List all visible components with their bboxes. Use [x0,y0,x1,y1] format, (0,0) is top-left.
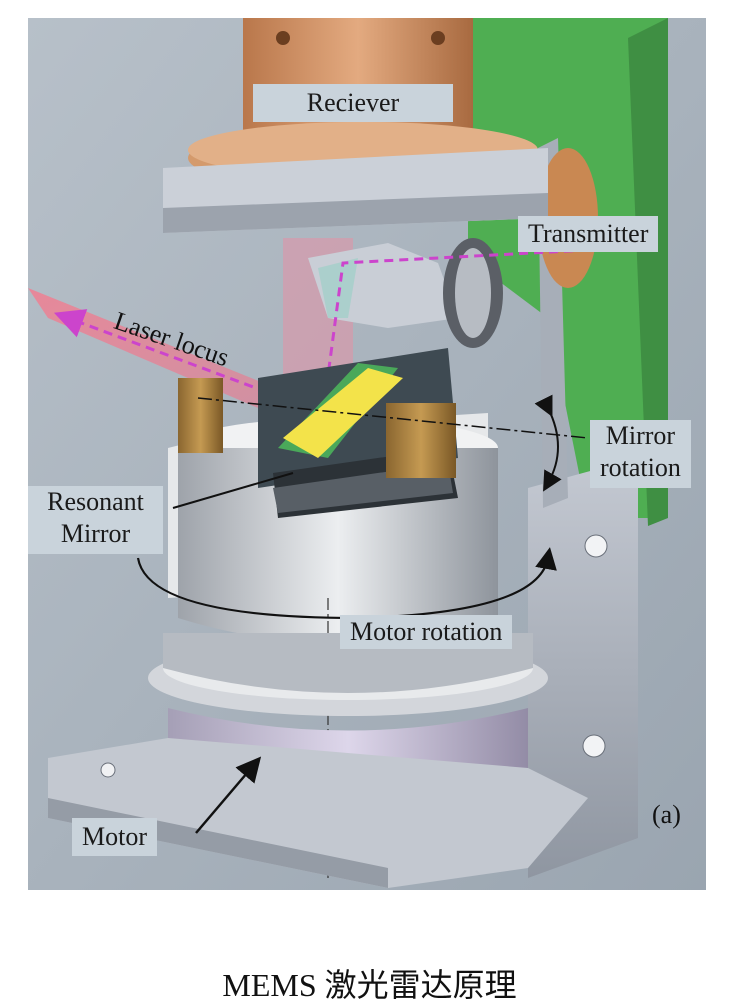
transmit-path [321,248,589,414]
amber-block-left [178,378,223,453]
mirror-rotation-line-2: rotation [600,453,681,482]
bracket-hole-upper [584,534,608,558]
resonant-mirror-label: Resonant Mirror [28,486,163,554]
mirror-axis [197,397,589,439]
mirror-rotation-line-1: Mirror [605,421,676,450]
resonant-mirror-pointer [172,472,294,509]
motor-rotation-label: Motor rotation [340,615,513,649]
motor-pointer [195,756,262,834]
amber-block-right [386,403,456,478]
bracket-hole-lower [582,734,606,758]
mirror-rotation-arrow [534,394,562,492]
resonant-mirror-line-1: Resonant [47,487,144,516]
transmitter-lens [318,258,358,318]
panel-label: (a) [652,800,681,829]
mems-lidar-figure: Reciever Transmitter Laser locus Mirror … [28,18,706,890]
base-plate [48,738,588,888]
receiver-label: Reciever [253,84,453,122]
transmitter-label: Transmitter [518,216,659,252]
resonant-mirror-line-2: Mirror [60,519,131,548]
motor-label: Motor [72,818,157,856]
figure-caption: MEMS 激光雷达原理 [222,967,517,1003]
mirror-rotation-label: Mirror rotation [590,420,691,488]
